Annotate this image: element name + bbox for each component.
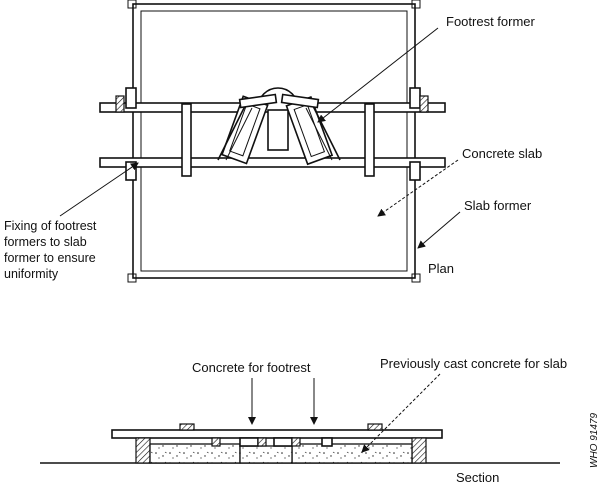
fixing-leader bbox=[59, 162, 139, 217]
vertical-battens bbox=[181, 103, 375, 177]
slab-former-label: Slab former bbox=[464, 198, 532, 213]
footrest-formers bbox=[217, 87, 341, 166]
fixing-label-line-4: uniformity bbox=[4, 267, 59, 281]
plan-label: Plan bbox=[428, 261, 454, 276]
previously-cast-label: Previously cast concrete for slab bbox=[380, 356, 567, 371]
fixing-label-line-1: Fixing of footrest bbox=[4, 219, 97, 233]
slab-former-leader bbox=[417, 211, 461, 249]
footrest-former-label: Footrest former bbox=[446, 14, 536, 29]
concrete-slab-label: Concrete slab bbox=[462, 146, 542, 161]
who-reference-label: WHO 91479 bbox=[589, 413, 600, 468]
previously-cast-leader bbox=[361, 373, 441, 453]
section-label: Section bbox=[456, 470, 499, 485]
concrete-slab-leader bbox=[377, 159, 459, 217]
footrest-former-leader bbox=[317, 27, 439, 123]
concrete-for-footrest-label: Concrete for footrest bbox=[192, 360, 311, 375]
plan-view bbox=[59, 0, 461, 283]
slab-former-frame bbox=[127, 0, 421, 283]
fixing-label-line-2: formers to slab bbox=[4, 235, 87, 249]
fixing-label-line-3: former to ensure bbox=[4, 251, 96, 265]
section-view bbox=[40, 373, 560, 464]
